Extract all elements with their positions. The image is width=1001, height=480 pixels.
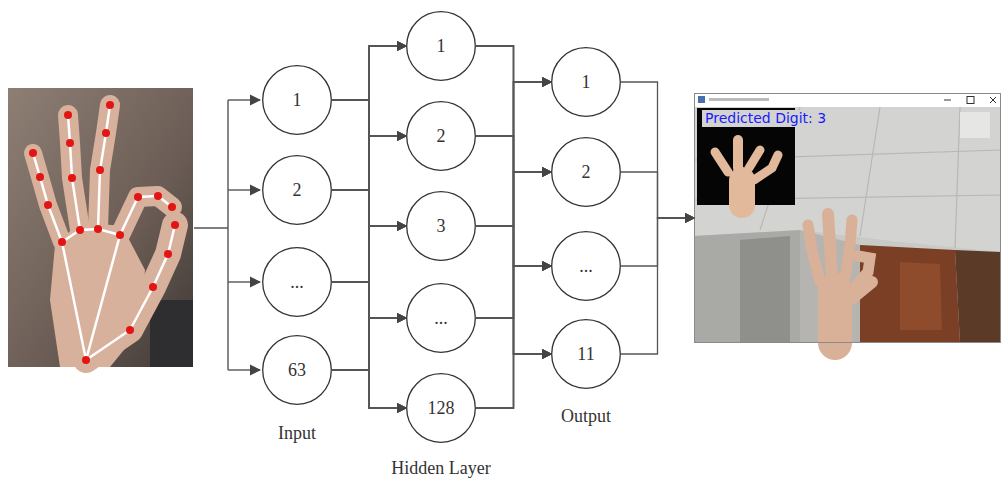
neuron-circle: 1 <box>551 47 621 117</box>
connector <box>621 82 694 218</box>
connector <box>476 172 551 408</box>
neuron-circle: ... <box>551 231 621 301</box>
connector <box>476 266 551 408</box>
neuron-circle: 11 <box>551 319 621 389</box>
connector <box>332 46 406 370</box>
connector <box>332 226 406 370</box>
neuron-number: 1 <box>293 90 302 111</box>
input-fan-arrows <box>194 100 260 370</box>
neuron-number: 3 <box>437 216 446 237</box>
neuron-circle: 128 <box>406 373 476 443</box>
prediction-text: Predicted Digit: 3 <box>702 110 829 127</box>
neuron-circle: 1 <box>406 11 476 81</box>
connector <box>621 172 694 218</box>
neuron-circle: 1 <box>262 65 332 135</box>
neuron-circle: 63 <box>262 335 332 405</box>
neuron-number: 2 <box>293 180 302 201</box>
neuron-circle: ... <box>262 247 332 317</box>
connector <box>332 100 406 408</box>
neuron-number: 63 <box>288 360 306 381</box>
output-window: Predicted Digit: 3 <box>694 93 1001 343</box>
neuron-number: ... <box>290 272 304 293</box>
layer-label: Input <box>278 423 316 444</box>
neuron-number: 11 <box>577 344 594 365</box>
connector <box>476 82 551 408</box>
connector <box>332 370 406 408</box>
neuron-circle: 2 <box>406 101 476 171</box>
connector <box>476 354 551 408</box>
neuron-number: 2 <box>582 162 591 183</box>
neuron-number: 2 <box>437 126 446 147</box>
neuron-number: 128 <box>428 398 455 419</box>
neuron-number: 1 <box>437 36 446 57</box>
layer-label: Output <box>561 406 611 427</box>
layer-label: Hidden Layer <box>391 458 490 479</box>
neuron-circle: ... <box>406 283 476 353</box>
neuron-circle: 2 <box>262 155 332 225</box>
connector <box>332 136 406 370</box>
hand-landmark-photo <box>8 88 193 367</box>
connector <box>332 318 406 370</box>
neuron-number: ... <box>434 308 448 329</box>
app-window-screenshot <box>694 93 1001 343</box>
connector <box>621 218 694 354</box>
neuron-circle: 3 <box>406 191 476 261</box>
neuron-circle: 2 <box>551 137 621 207</box>
neuron-number: 1 <box>582 72 591 93</box>
neuron-number: ... <box>579 256 593 277</box>
